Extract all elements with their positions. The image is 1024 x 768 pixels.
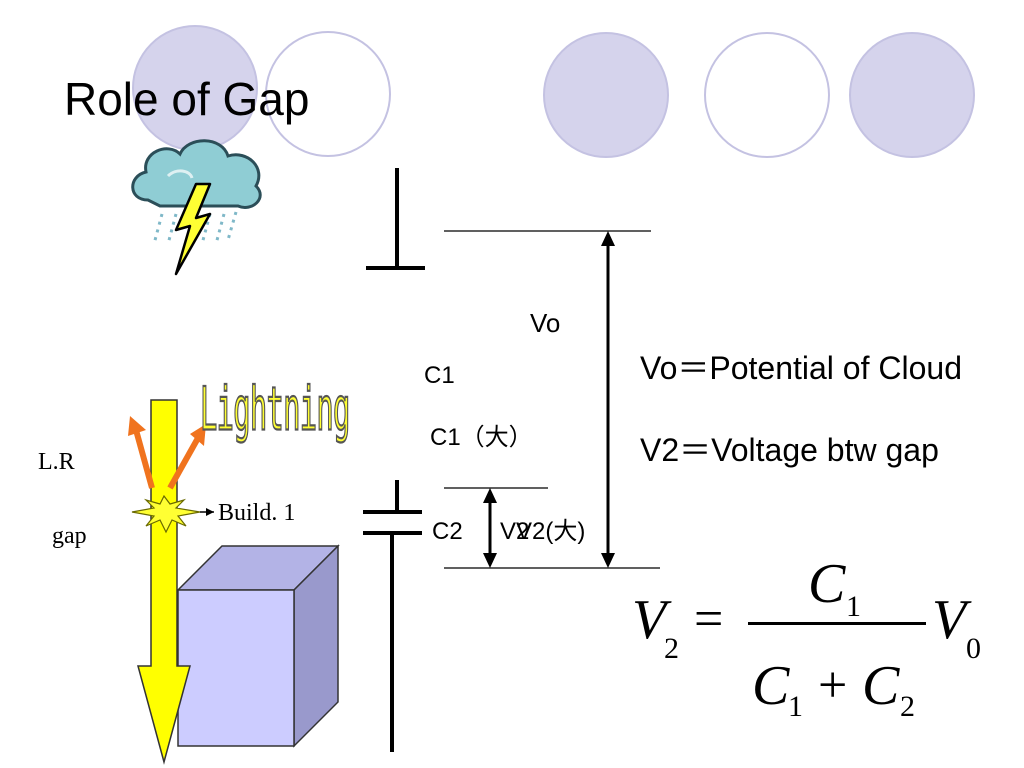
c2-label: C2 (432, 518, 463, 545)
deco-circle-4 (704, 32, 830, 158)
circuit (363, 168, 660, 752)
formula-den-sub2: 2 (900, 690, 915, 723)
flashover-burst-icon (131, 494, 201, 534)
formula-den-var1: C (752, 655, 790, 717)
lightning-stroke-arrow (137, 399, 191, 765)
build-label: Build. 1 (218, 500, 296, 526)
formula-den-sub1: 1 (788, 690, 803, 723)
lightning-wordart: Lightning (199, 375, 350, 445)
fraction-bar (748, 622, 926, 625)
formula-rhs-var: V (932, 589, 967, 651)
formula-equals: = (694, 591, 724, 648)
formula-lhs-sub: 2 (664, 632, 679, 665)
deco-circle-2 (265, 31, 391, 157)
building-box (176, 544, 340, 748)
formula-num-sub: 1 (846, 590, 861, 623)
deco-circle-5 (849, 32, 975, 158)
c1-large-label: C1（大） (430, 424, 533, 451)
gap-label: gap (52, 523, 87, 549)
lightning-bolt-icon (174, 182, 212, 276)
v0-label: Vo (530, 308, 561, 338)
lr-label: L.R (38, 449, 75, 475)
formula-rhs-sub: 0 (966, 632, 981, 665)
v2-large-label: V2(大) (516, 518, 586, 545)
formula-lhs-var: V (632, 589, 667, 651)
leader-arrows (128, 416, 206, 490)
deco-circle-3 (543, 32, 669, 158)
definitions: Vo＝Potential of Cloud V2＝Voltage btw gap (640, 350, 1024, 490)
formula-num-var: C (808, 553, 846, 615)
definition-vo: Vo＝Potential of Cloud (640, 350, 962, 386)
c1-label: C1 (424, 362, 455, 389)
v2-label: V2 (500, 518, 530, 545)
formula-den-var2: C (862, 655, 900, 717)
storm-cloud-icon (131, 139, 262, 276)
slide-title: Role of Gap (64, 73, 310, 125)
definition-v2: V2＝Voltage btw gap (640, 432, 939, 468)
formula-plus: + (818, 657, 848, 714)
